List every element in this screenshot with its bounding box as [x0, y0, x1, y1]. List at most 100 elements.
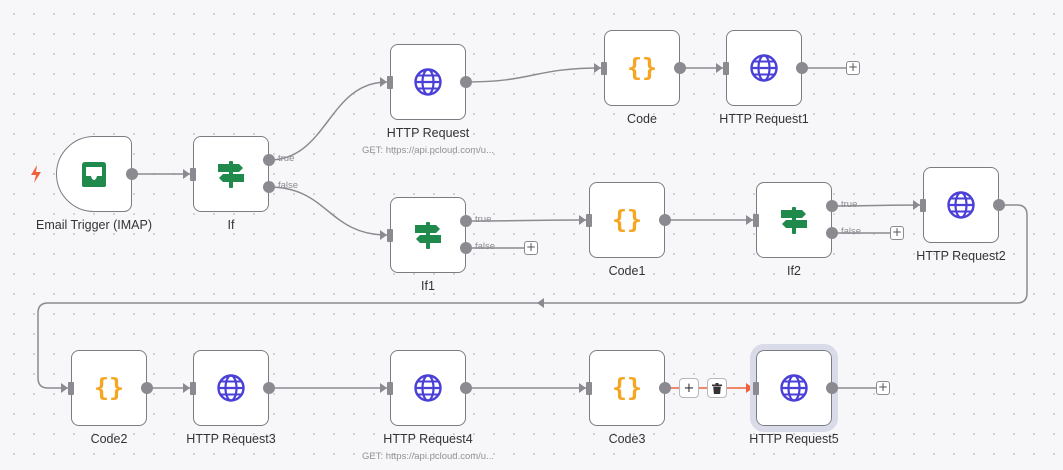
- input-handle[interactable]: [753, 381, 759, 395]
- connection-http-request2-to-code2[interactable]: [37, 204, 1028, 389]
- node-http-request3[interactable]: [193, 350, 269, 426]
- node-http-request4[interactable]: [390, 350, 466, 426]
- output-handle-true[interactable]: [826, 200, 838, 212]
- node-label: Code1: [608, 264, 646, 278]
- edge-delete-button[interactable]: [707, 378, 727, 398]
- input-handle[interactable]: [387, 75, 393, 89]
- branch-label-false: false: [841, 226, 862, 237]
- globe-icon: [749, 53, 779, 83]
- input-handle[interactable]: [387, 381, 393, 395]
- input-handle[interactable]: [753, 213, 759, 227]
- branch-label-true: true: [475, 214, 492, 225]
- node-label: If1: [421, 279, 435, 293]
- svg-text:{}: {}: [627, 53, 657, 82]
- arrowhead: [61, 383, 68, 393]
- node-code3[interactable]: {}: [589, 350, 665, 426]
- output-handle[interactable]: [141, 382, 153, 394]
- add-node-button[interactable]: +: [524, 240, 538, 255]
- connection-if-to-if1[interactable]: [268, 186, 388, 236]
- output-handle[interactable]: [993, 199, 1005, 211]
- node-label: If: [227, 218, 235, 232]
- branch-label-false: false: [475, 241, 496, 252]
- node-label: Email Trigger (IMAP): [36, 218, 152, 232]
- node-label: HTTP Request3: [186, 432, 276, 446]
- arrowhead: [579, 383, 586, 393]
- output-handle[interactable]: [826, 382, 838, 394]
- output-handle[interactable]: [263, 382, 275, 394]
- input-handle[interactable]: [190, 381, 196, 395]
- braces-icon: {}: [611, 204, 643, 236]
- add-node-button[interactable]: +: [876, 380, 890, 395]
- input-handle[interactable]: [920, 198, 926, 212]
- node-code[interactable]: {}: [604, 30, 680, 106]
- connection-if-to-http-request[interactable]: [268, 81, 388, 161]
- node-http-request2[interactable]: [923, 167, 999, 243]
- output-handle-true[interactable]: [263, 154, 275, 166]
- node-email-trigger[interactable]: [56, 136, 132, 212]
- svg-text:{}: {}: [612, 373, 642, 402]
- inbox-icon: [77, 157, 111, 191]
- input-handle[interactable]: [723, 61, 729, 75]
- node-label: Code2: [90, 432, 128, 446]
- braces-icon: {}: [611, 372, 643, 404]
- input-handle[interactable]: [68, 381, 74, 395]
- output-handle-false[interactable]: [460, 242, 472, 254]
- signpost-icon: [778, 204, 810, 236]
- node-label: HTTP Request5: [749, 432, 839, 446]
- add-node-button[interactable]: +: [846, 60, 860, 75]
- node-http-request5[interactable]: [750, 344, 838, 432]
- connection-if1-to-code1[interactable]: [465, 219, 587, 222]
- input-handle[interactable]: [586, 381, 592, 395]
- branch-label-true: true: [278, 153, 295, 164]
- node-http-request[interactable]: [390, 44, 466, 120]
- arrowhead: [716, 63, 723, 73]
- arrowhead: [183, 169, 190, 179]
- node-code1[interactable]: {}: [589, 182, 665, 258]
- output-handle[interactable]: [460, 76, 472, 88]
- input-handle[interactable]: [586, 213, 592, 227]
- signpost-icon: [215, 158, 247, 190]
- node-label: Code3: [608, 432, 646, 446]
- output-handle-false[interactable]: [263, 181, 275, 193]
- edge-add-button[interactable]: +: [679, 378, 699, 398]
- add-node-button[interactable]: +: [890, 225, 904, 240]
- arrowhead: [579, 215, 586, 225]
- trash-icon: [712, 382, 722, 394]
- arrowhead: [594, 63, 601, 73]
- input-handle[interactable]: [601, 61, 607, 75]
- arrowhead: [746, 383, 753, 393]
- node-code2[interactable]: {}: [71, 350, 147, 426]
- connection-if2-to-http-request2[interactable]: [831, 204, 921, 207]
- output-handle[interactable]: [460, 382, 472, 394]
- node-http-request1[interactable]: [726, 30, 802, 106]
- node-label: HTTP Request: [386, 126, 470, 140]
- output-handle[interactable]: [674, 62, 686, 74]
- signpost-icon: [412, 219, 444, 251]
- output-handle-true[interactable]: [460, 215, 472, 227]
- node-label: If2: [787, 264, 801, 278]
- node-if2[interactable]: [756, 182, 832, 258]
- node-label: Code: [627, 112, 657, 126]
- globe-icon: [779, 373, 809, 403]
- arrowhead: [380, 230, 387, 240]
- connection-http-request-to-code[interactable]: [465, 67, 602, 83]
- node-label: HTTP Request1: [719, 112, 809, 126]
- output-handle[interactable]: [796, 62, 808, 74]
- node-subtitle: GET: https://api.pcloud.com/u...: [361, 451, 494, 462]
- globe-icon: [946, 190, 976, 220]
- arrowhead: [380, 77, 387, 87]
- node-if[interactable]: [193, 136, 269, 212]
- output-handle[interactable]: [659, 214, 671, 226]
- arrowhead: [746, 215, 753, 225]
- input-handle[interactable]: [387, 228, 393, 242]
- input-handle[interactable]: [190, 167, 196, 181]
- output-handle-false[interactable]: [826, 227, 838, 239]
- branch-label-true: true: [841, 199, 858, 210]
- arrowhead: [913, 200, 920, 210]
- output-handle[interactable]: [659, 382, 671, 394]
- connections-layer: [37, 63, 1028, 393]
- braces-icon: {}: [93, 372, 125, 404]
- output-handle[interactable]: [126, 168, 138, 180]
- node-if1[interactable]: [390, 197, 466, 273]
